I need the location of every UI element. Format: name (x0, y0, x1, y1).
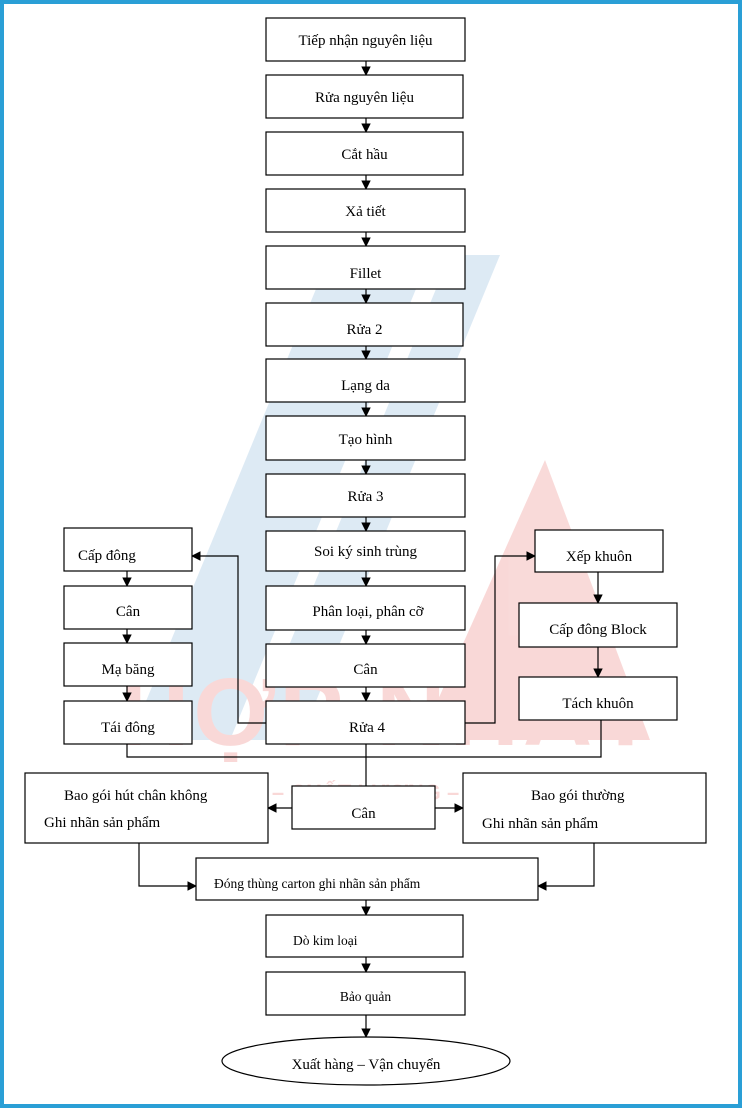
step-parasite: Soi ký sinh trùng (265, 530, 466, 572)
left-weigh: Cân (63, 585, 193, 630)
step-wash4: Rửa 4 (265, 700, 466, 745)
step-carton-label: Đóng thùng carton ghi nhãn sản phẩm (214, 876, 421, 891)
right-normal-pack: Bao gói thường Ghi nhãn sản phẩm (462, 772, 707, 844)
step-weigh2-label: Cân (351, 806, 376, 822)
step-bleed: Xả tiết (265, 188, 466, 233)
step-grade: Phân loại, phân cỡ (265, 585, 466, 631)
left-glaze: Mạ băng (63, 642, 193, 687)
step-ship-label: Xuất hàng – Vận chuyển (292, 1057, 441, 1073)
step-metal: Dò kim loại (265, 914, 464, 958)
step-metal-label: Dò kim loại (293, 933, 358, 948)
right-mold: Xếp khuôn (534, 529, 664, 573)
step-weigh1: Cân (265, 643, 466, 688)
left-vacuum-pack: Bao gói hút chân không Ghi nhãn sản phẩm (24, 772, 269, 844)
right-normal-line1: Bao gói thường (531, 788, 625, 804)
step-weigh1-label: Cân (353, 662, 378, 678)
branch-connectors (122, 551, 603, 891)
step-carton: Đóng thùng carton ghi nhãn sản phẩm (195, 857, 539, 901)
step-wash1-label: Rửa nguyên liệu (315, 90, 414, 106)
step-ship: Xuất hàng – Vận chuyển (221, 1036, 511, 1086)
right-block-freeze-label: Cấp đông Block (549, 622, 647, 638)
left-glaze-label: Mạ băng (102, 662, 155, 678)
step-wash2-label: Rửa 2 (346, 322, 382, 338)
step-behead-label: Cắt hầu (341, 147, 388, 163)
step-shape: Tạo hình (265, 415, 466, 461)
step-skin-label: Lạng da (341, 378, 390, 394)
step-fillet-label: Fillet (350, 266, 383, 282)
step-weigh2: Cân (291, 785, 436, 830)
step-wash4-label: Rửa 4 (349, 720, 386, 736)
step-bleed-label: Xả tiết (345, 204, 386, 220)
step-wash1: Rửa nguyên liệu (265, 74, 464, 119)
step-store-label: Bảo quản (340, 989, 392, 1004)
step-receive-label: Tiếp nhận nguyên liệu (298, 33, 433, 49)
right-demold: Tách khuôn (518, 676, 678, 721)
step-shape-label: Tạo hình (339, 432, 393, 448)
step-skin: Lạng da (265, 358, 466, 403)
right-normal-line2: Ghi nhãn sản phẩm (482, 816, 599, 832)
step-receive: Tiếp nhận nguyên liệu (265, 17, 466, 62)
right-demold-label: Tách khuôn (562, 696, 634, 712)
step-wash2: Rửa 2 (265, 302, 464, 347)
left-refreeze: Tái đông (63, 700, 193, 745)
step-wash3: Rửa 3 (265, 473, 466, 518)
left-vacuum-line1: Bao gói hút chân không (64, 788, 208, 804)
step-fillet: Fillet (265, 245, 466, 290)
step-wash3-label: Rửa 3 (347, 489, 383, 505)
step-parasite-label: Soi ký sinh trùng (314, 544, 417, 560)
step-grade-label: Phân loại, phân cỡ (312, 604, 424, 620)
left-weigh-label: Cân (116, 604, 141, 620)
left-freeze: Cấp đông (63, 527, 193, 572)
left-refreeze-label: Tái đông (101, 720, 155, 736)
left-freeze-label: Cấp đông (78, 548, 136, 564)
left-vacuum-line2: Ghi nhãn sản phẩm (44, 815, 161, 831)
step-store: Bảo quản (265, 971, 466, 1016)
right-mold-label: Xếp khuôn (566, 549, 633, 565)
step-behead: Cắt hầu (265, 131, 464, 176)
right-block-freeze: Cấp đông Block (518, 602, 678, 648)
